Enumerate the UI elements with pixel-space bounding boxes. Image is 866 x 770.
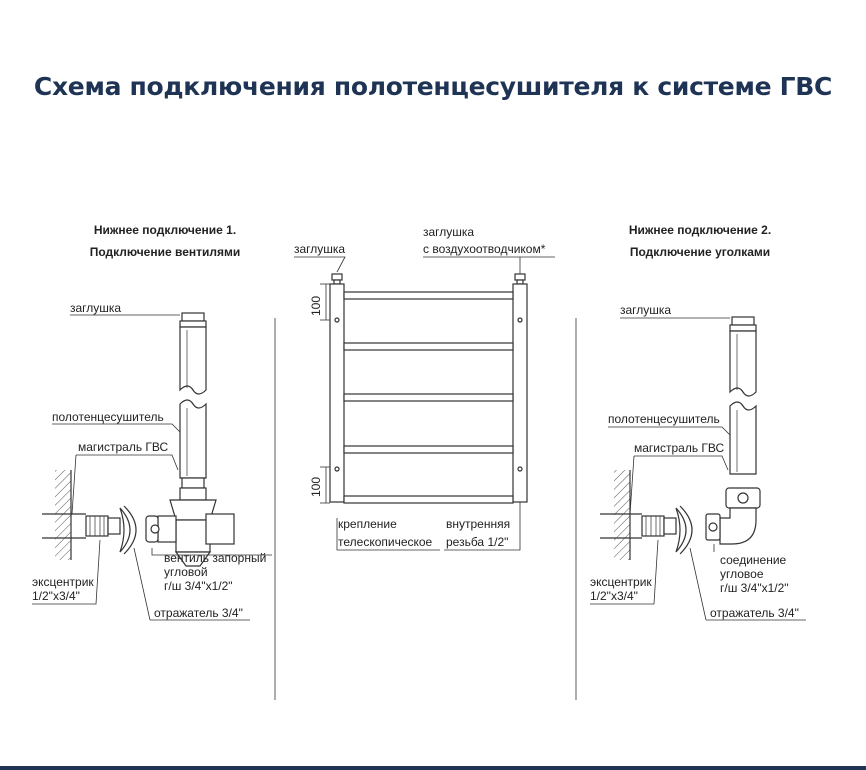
dim-bottom: 100 bbox=[309, 477, 323, 497]
right-label-elbow-1: соединение bbox=[720, 553, 787, 567]
right-label-towel-dryer: полотенцесушитель bbox=[608, 412, 720, 426]
left-label-eccentric-2: 1/2"х3/4" bbox=[32, 589, 80, 603]
left-label-plug: заглушка bbox=[70, 301, 121, 315]
dim-top: 100 bbox=[309, 296, 323, 316]
right-leaders bbox=[575, 317, 806, 700]
bottom-bar bbox=[0, 766, 866, 770]
left-shutoff-valve bbox=[145, 499, 235, 567]
left-heading-1: Нижнее подключение 1. bbox=[94, 223, 236, 237]
right-towel-dryer-pipe bbox=[729, 316, 757, 475]
right-label-eccentric-1: эксцентрик bbox=[590, 575, 652, 589]
left-label-towel-dryer: полотенцесушитель bbox=[52, 410, 164, 424]
left-leaders bbox=[32, 314, 276, 700]
left-heading-2: Подключение вентилями bbox=[90, 245, 241, 259]
right-heading-1: Нижнее подключение 2. bbox=[629, 223, 771, 237]
page-title: Схема подключения полотенцесушителя к си… bbox=[33, 72, 833, 101]
center-label-mount-2: телескопическое bbox=[338, 535, 433, 549]
center-label-thread-2: резьба 1/2" bbox=[446, 535, 508, 549]
left-label-reflector: отражатель 3/4" bbox=[154, 606, 243, 620]
dimension-lines bbox=[320, 283, 330, 504]
center-label-plug: заглушка bbox=[294, 242, 345, 256]
right-label-eccentric-2: 1/2"х3/4" bbox=[590, 589, 638, 603]
center-label-plug-air-1: заглушка bbox=[423, 225, 474, 239]
right-angle-elbow bbox=[705, 487, 761, 545]
right-scheme: Нижнее подключение 2. Подключение уголка… bbox=[575, 223, 806, 700]
center-scheme: заглушка заглушка с воздухоотводчиком* bbox=[294, 225, 555, 551]
center-label-plug-air-2: с воздухоотводчиком* bbox=[423, 242, 546, 256]
left-label-valve-3: г/ш 3/4"х1/2" bbox=[164, 579, 233, 593]
right-label-main-line: магистраль ГВС bbox=[634, 441, 725, 455]
towel-ladder bbox=[329, 273, 528, 504]
left-scheme: Нижнее подключение 1. Подключение вентил… bbox=[32, 223, 276, 700]
center-label-mount-1: крепление bbox=[338, 517, 397, 531]
right-heading-2: Подключение уголками bbox=[630, 245, 770, 259]
left-label-valve-2: угловой bbox=[164, 565, 208, 579]
left-label-valve-1: вентиль запорный bbox=[164, 551, 266, 565]
right-label-plug: заглушка bbox=[620, 303, 671, 317]
right-label-elbow-3: г/ш 3/4"х1/2" bbox=[720, 581, 789, 595]
center-leaders bbox=[294, 256, 555, 551]
right-label-elbow-2: угловое bbox=[720, 567, 764, 581]
center-label-thread-1: внутренняя bbox=[446, 517, 510, 531]
left-wall-connection bbox=[42, 470, 137, 560]
left-towel-dryer-pipe bbox=[179, 312, 207, 501]
right-wall-connection bbox=[600, 470, 693, 560]
right-label-reflector: отражатель 3/4" bbox=[710, 606, 799, 620]
left-label-main-line: магистраль ГВС bbox=[78, 440, 169, 454]
left-label-eccentric-1: эксцентрик bbox=[32, 575, 94, 589]
